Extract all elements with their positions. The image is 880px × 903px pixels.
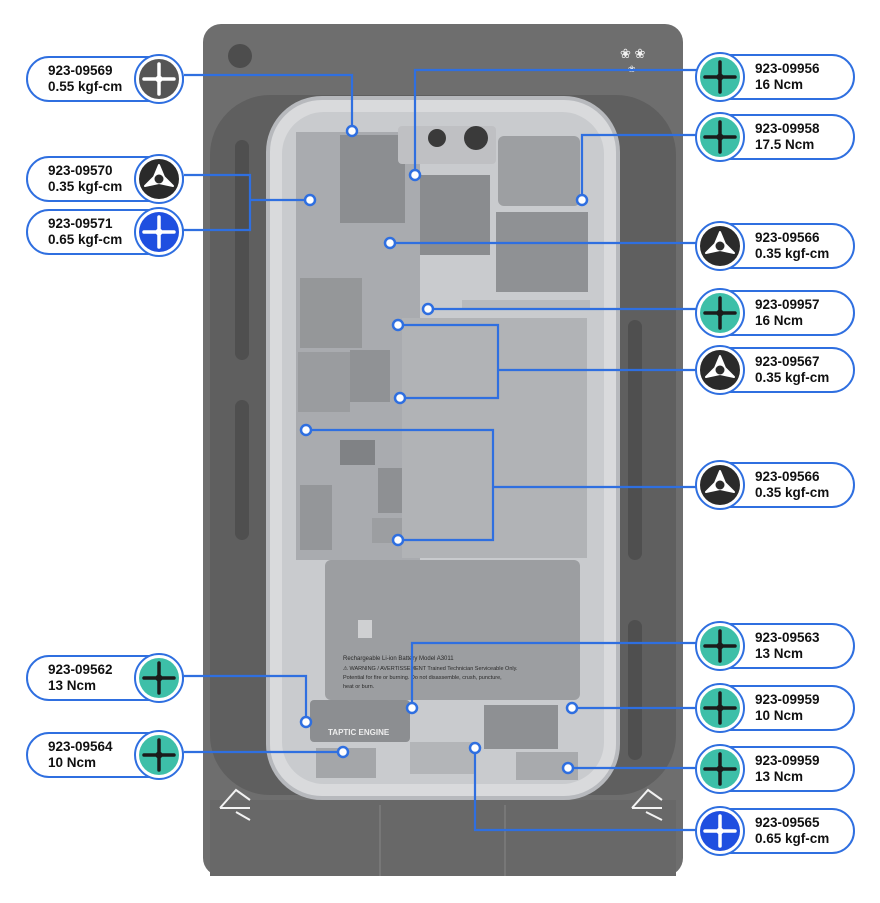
taptic-engine-label: TAPTIC ENGINE (328, 728, 390, 737)
screw-torque-spec: 10 Ncm (755, 708, 804, 723)
tri-point-icon (695, 221, 745, 271)
screw-part-number: 923-09567 (755, 354, 820, 369)
screw-part-number: 923-09958 (755, 121, 820, 136)
screw-part-number: 923-09569 (48, 63, 113, 78)
tray-corner-symbol-right (631, 788, 663, 821)
phillips-teal-icon (695, 744, 745, 794)
screw-marker (468, 741, 482, 755)
screw-marker (405, 701, 419, 715)
screw-part-number: 923-09564 (48, 739, 113, 754)
leader-line (410, 641, 697, 708)
phillips-blue-icon (695, 806, 745, 856)
screw-marker (408, 168, 422, 182)
screw-part-number: 923-09959 (755, 692, 820, 707)
screw-marker (561, 761, 575, 775)
tray-hole (228, 44, 252, 68)
screw-marker (303, 193, 317, 207)
leader-line (398, 323, 697, 400)
leader-line (580, 133, 697, 200)
screw-torque-spec: 0.35 kgf-cm (755, 485, 830, 500)
screw-part-number: 923-09566 (755, 469, 820, 484)
screw-part-number: 923-09565 (755, 815, 820, 830)
screw-part-number: 923-09959 (755, 753, 820, 768)
screw-torque-spec: 10 Ncm (48, 755, 97, 770)
battery-label-line2: ⚠ WARNING / AVERTISSEMENT Trained Techni… (343, 665, 518, 672)
screw-torque-spec: 0.35 kgf-cm (755, 246, 830, 261)
screw-torque-spec: 16 Ncm (755, 313, 804, 328)
screw-part-number: 923-09957 (755, 297, 820, 312)
phillips-teal-icon (695, 288, 745, 338)
leader-line (306, 428, 697, 542)
tri-point-icon (134, 154, 184, 204)
leader-line (413, 68, 697, 175)
phillips-teal-icon (695, 683, 745, 733)
leader-line (184, 73, 354, 131)
phillips-teal-icon (134, 730, 184, 780)
battery-label-line1: Rechargeable Li-ion Battery Model A3011 (343, 656, 454, 662)
phillips-dark-icon (134, 54, 184, 104)
phillips-teal-icon (695, 52, 745, 102)
screw-part-number: 923-09570 (48, 163, 113, 178)
tray-bottom-panel (210, 800, 676, 876)
phillips-blue-icon (134, 207, 184, 257)
screw-torque-spec: 16 Ncm (755, 77, 804, 92)
screw-torque-spec: 0.65 kgf-cm (48, 232, 123, 247)
taptic-engine (310, 700, 410, 742)
screw-torque-spec: 17.5 Ncm (755, 137, 815, 152)
screw-marker (393, 391, 407, 405)
screw-marker (299, 423, 313, 437)
screw-part-number: 923-09956 (755, 61, 820, 76)
leader-line (184, 674, 308, 722)
phillips-teal-icon (695, 112, 745, 162)
leader-line (473, 748, 697, 832)
leader-line (184, 173, 310, 232)
screw-torque-spec: 0.35 kgf-cm (48, 179, 123, 194)
screw-marker (383, 236, 397, 250)
screw-marker (565, 701, 579, 715)
screw-part-number: 923-09566 (755, 230, 820, 245)
battery-label-line3: Potential for fire or burning. Do not di… (343, 675, 502, 681)
screw-torque-spec: 0.65 kgf-cm (755, 831, 830, 846)
screw-part-number: 923-09563 (755, 630, 820, 645)
screw-marker (421, 302, 435, 316)
screw-marker (299, 715, 313, 729)
screw-marker (391, 318, 405, 332)
battery-frame (402, 318, 587, 558)
screw-torque-spec: 13 Ncm (755, 646, 804, 661)
screw-marker (345, 124, 359, 138)
battery (325, 560, 580, 700)
phillips-teal-icon (695, 621, 745, 671)
tray-corner-symbol-left (219, 788, 251, 821)
paw-icon: ❀ ❀ (620, 46, 646, 61)
screw-part-number: 923-09571 (48, 216, 113, 231)
tri-point-icon (695, 460, 745, 510)
screw-torque-spec: 13 Ncm (755, 769, 804, 784)
screw-marker (575, 193, 589, 207)
screw-marker (391, 533, 405, 547)
screw-torque-spec: 0.35 kgf-cm (755, 370, 830, 385)
phillips-teal-icon (134, 653, 184, 703)
screw-torque-spec: 0.55 kgf-cm (48, 79, 123, 94)
screw-marker (336, 745, 350, 759)
battery-label-line4: heat or burn. (343, 684, 375, 690)
screw-part-number: 923-09562 (48, 662, 113, 677)
screw-torque-spec: 13 Ncm (48, 678, 97, 693)
tri-point-icon (695, 345, 745, 395)
